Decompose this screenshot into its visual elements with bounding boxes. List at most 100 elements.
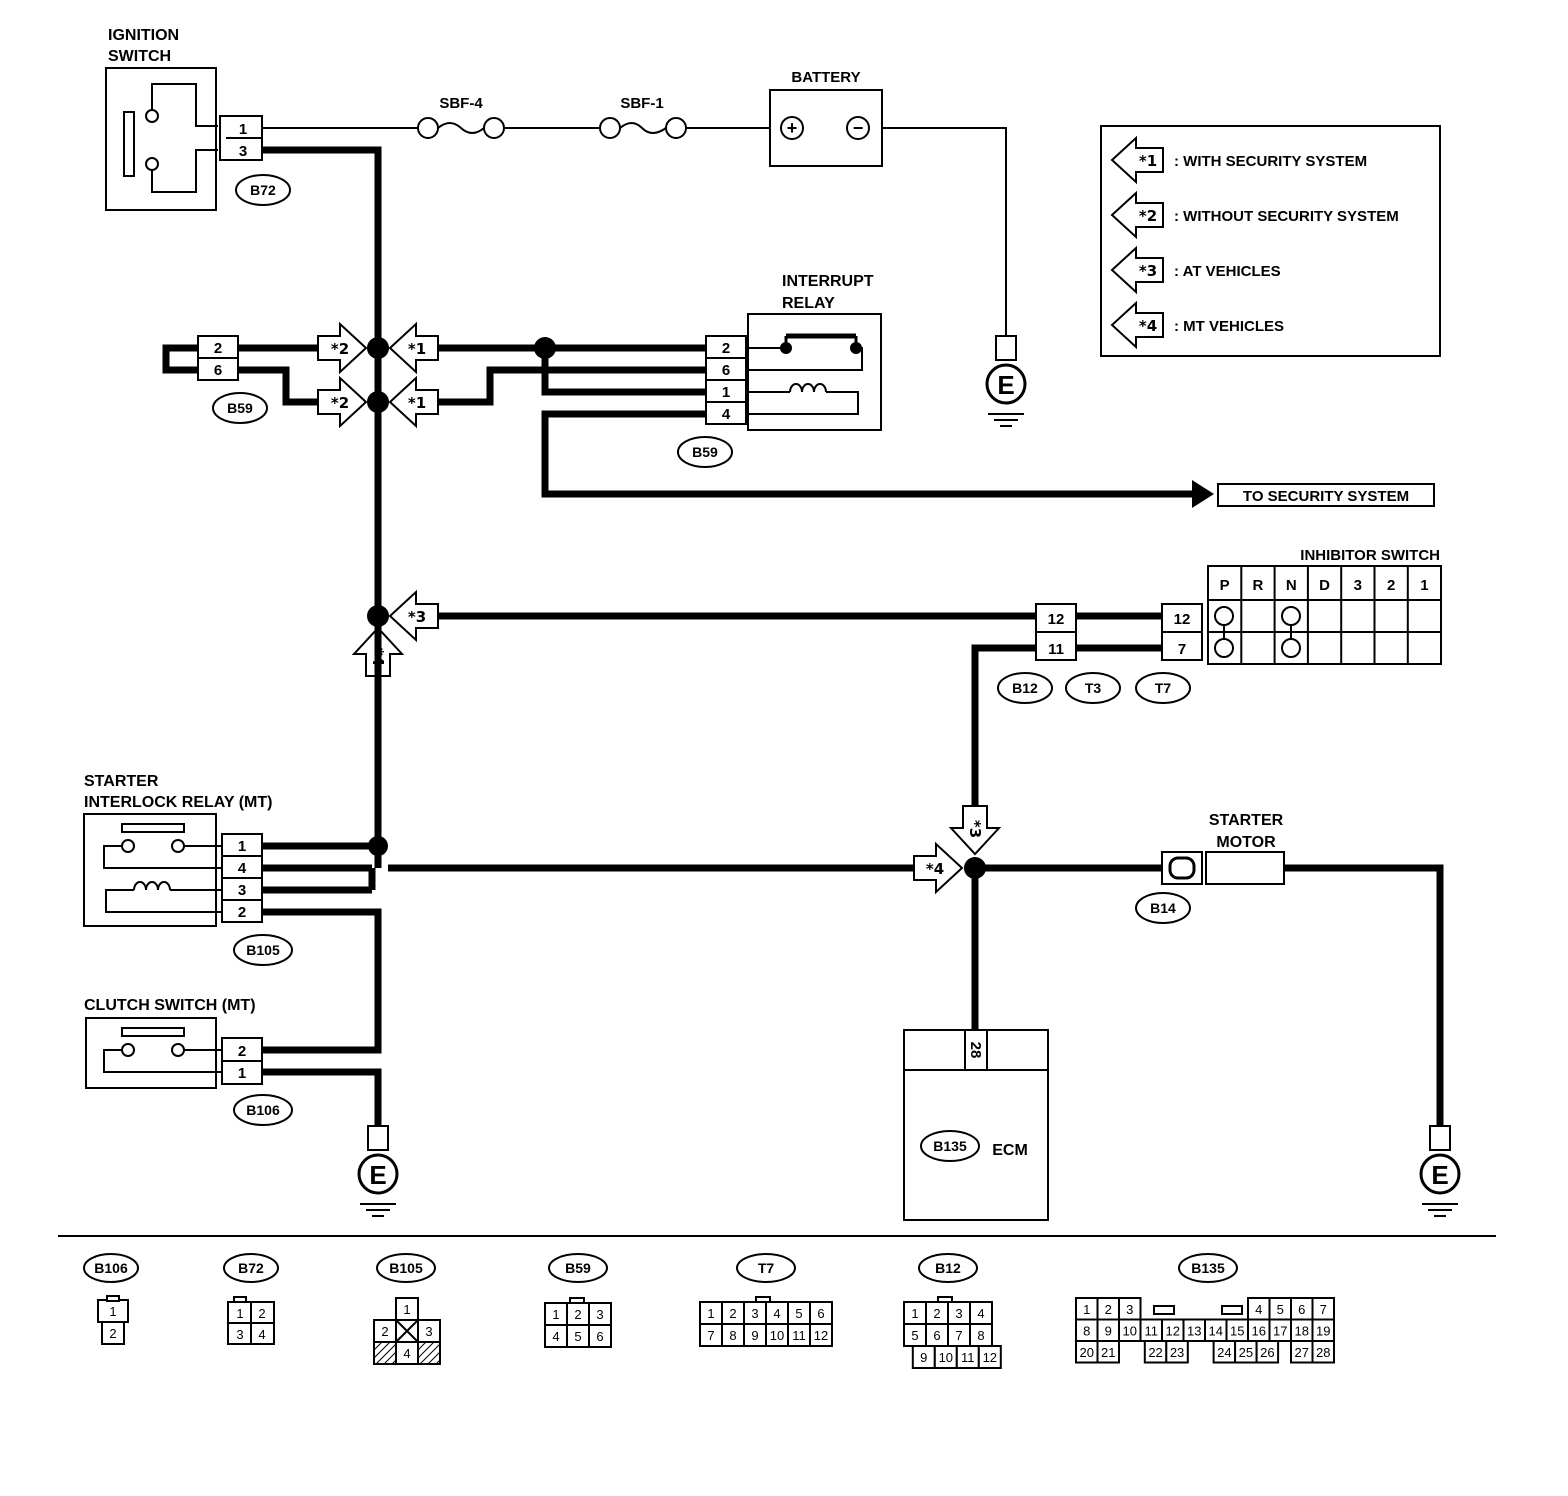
legend-item-1: *1 : WITH SECURITY SYSTEM: [1110, 135, 1367, 185]
pin-t7-1: 1: [707, 1306, 714, 1321]
pin-b135-26: 26: [1260, 1345, 1274, 1360]
inhibitor-pos-1: 1: [1420, 577, 1428, 594]
pin-b59-6: 6: [596, 1329, 603, 1344]
tag-b14: B14: [1135, 892, 1191, 924]
pin-b135-12: 12: [1166, 1323, 1180, 1338]
svg-text:2: 2: [238, 1043, 246, 1060]
svg-text:2: 2: [109, 1326, 116, 1341]
ecm: 28 ECM: [903, 1029, 1049, 1221]
svg-text:2: 2: [258, 1306, 265, 1321]
svg-text:*4: *4: [926, 860, 944, 878]
view-b106: B106 1 2: [83, 1253, 139, 1345]
ground-top-label: E: [997, 370, 1014, 400]
pin-t7-4: 4: [773, 1306, 780, 1321]
svg-text:: AT VEHICLES: : AT VEHICLES: [1174, 263, 1281, 280]
battery-positive: +: [787, 118, 798, 138]
tag-t7: T7: [1135, 672, 1191, 704]
pin-t7-6: 6: [817, 1306, 824, 1321]
battery-label: BATTERY: [791, 69, 860, 86]
b59-left-connector: 2 6: [197, 335, 239, 381]
pin-b12-10: 10: [939, 1350, 953, 1365]
pin-b135-25: 25: [1239, 1345, 1253, 1360]
ecm-label: ECM: [992, 1142, 1028, 1159]
svg-text:B12: B12: [1012, 680, 1038, 696]
svg-text:1: 1: [238, 1065, 246, 1082]
pin-b12-8: 8: [977, 1328, 984, 1343]
svg-text:*2: *2: [331, 394, 349, 412]
pin-b59-3: 3: [596, 1307, 603, 1322]
inhibitor-pos-2: 2: [1387, 577, 1395, 594]
pin-b12-4: 4: [977, 1306, 984, 1321]
legend: *1 : WITH SECURITY SYSTEM *2 : WITHOUT S…: [1100, 125, 1441, 357]
pin-b135-9: 9: [1105, 1323, 1112, 1338]
svg-text:1: 1: [403, 1302, 410, 1317]
pin-b59-1: 1: [552, 1307, 559, 1322]
svg-text:2: 2: [722, 340, 730, 357]
tag-b105: B105: [233, 934, 293, 966]
svg-text:*3: *3: [408, 608, 426, 626]
svg-text:7: 7: [1178, 641, 1186, 658]
arrow-markers: *2 *1 *2 *1 *3 *4 *4 *3: [317, 321, 1002, 895]
svg-text:2: 2: [238, 904, 246, 921]
inhibitor-pos-P: P: [1220, 577, 1230, 594]
view-b12-label: B12: [935, 1260, 961, 1276]
clutch-switch: CLUTCH SWITCH (MT) 2 1: [84, 997, 263, 1089]
fuse-sbf4: SBF-4: [417, 95, 505, 139]
view-t7-label: T7: [758, 1260, 775, 1276]
legend-item-4: *4 : MT VEHICLES: [1110, 300, 1284, 350]
view-b59-label: B59: [565, 1260, 591, 1276]
tag-b59-left: B59: [212, 392, 268, 424]
thin-wires: [262, 127, 1007, 336]
legend-item-3: *3 : AT VEHICLES: [1110, 245, 1281, 295]
svg-text:B59: B59: [227, 400, 253, 416]
pin-b135-18: 18: [1295, 1323, 1309, 1338]
pin-b135-28: 28: [1316, 1345, 1330, 1360]
pin-b135-10: 10: [1123, 1323, 1137, 1338]
pin-b135-2: 2: [1105, 1302, 1112, 1317]
svg-text:B72: B72: [238, 1260, 264, 1276]
pin-b135-16: 16: [1252, 1323, 1266, 1338]
svg-text:4: 4: [403, 1346, 410, 1361]
pin-b12-1: 1: [911, 1306, 918, 1321]
svg-text:1: 1: [238, 838, 246, 855]
ground-starter: E: [1419, 1125, 1461, 1217]
pin-b135-22: 22: [1148, 1345, 1162, 1360]
junction-dots: [367, 337, 986, 879]
pin-b135-6: 6: [1298, 1302, 1305, 1317]
svg-text:T7: T7: [1155, 680, 1172, 696]
svg-text:B72: B72: [250, 182, 276, 198]
inhibitor-switch-label: INHIBITOR SWITCH: [1300, 547, 1440, 564]
pin-b135-8: 8: [1083, 1323, 1090, 1338]
pin-b135-23: 23: [1170, 1345, 1184, 1360]
inhibitor-pos-N: N: [1286, 577, 1297, 594]
svg-text:B14: B14: [1150, 900, 1176, 916]
pin-b12-2: 2: [933, 1306, 940, 1321]
pin-t7-3: 3: [751, 1306, 758, 1321]
ground-clutch: E: [357, 1125, 399, 1217]
svg-text:2: 2: [214, 340, 222, 357]
svg-text:4: 4: [238, 860, 247, 877]
svg-text:12: 12: [1048, 611, 1065, 628]
svg-text:: WITHOUT SECURITY SYSTEM: : WITHOUT SECURITY SYSTEM: [1174, 208, 1399, 225]
pin-b12-9: 9: [920, 1350, 927, 1365]
svg-text:3: 3: [238, 882, 246, 899]
svg-text:B105: B105: [389, 1260, 423, 1276]
svg-text:B106: B106: [246, 1102, 280, 1118]
pin-t7-10: 10: [770, 1328, 784, 1343]
view-b72: B72 1 2 3 4: [223, 1253, 279, 1345]
pin-b12-7: 7: [955, 1328, 962, 1343]
inhibitor-pos-3: 3: [1354, 577, 1362, 594]
pin-b59-4: 4: [552, 1329, 559, 1344]
pin-b135-21: 21: [1101, 1345, 1115, 1360]
pin-b135-19: 19: [1316, 1323, 1330, 1338]
svg-text:*1: *1: [1139, 152, 1157, 170]
